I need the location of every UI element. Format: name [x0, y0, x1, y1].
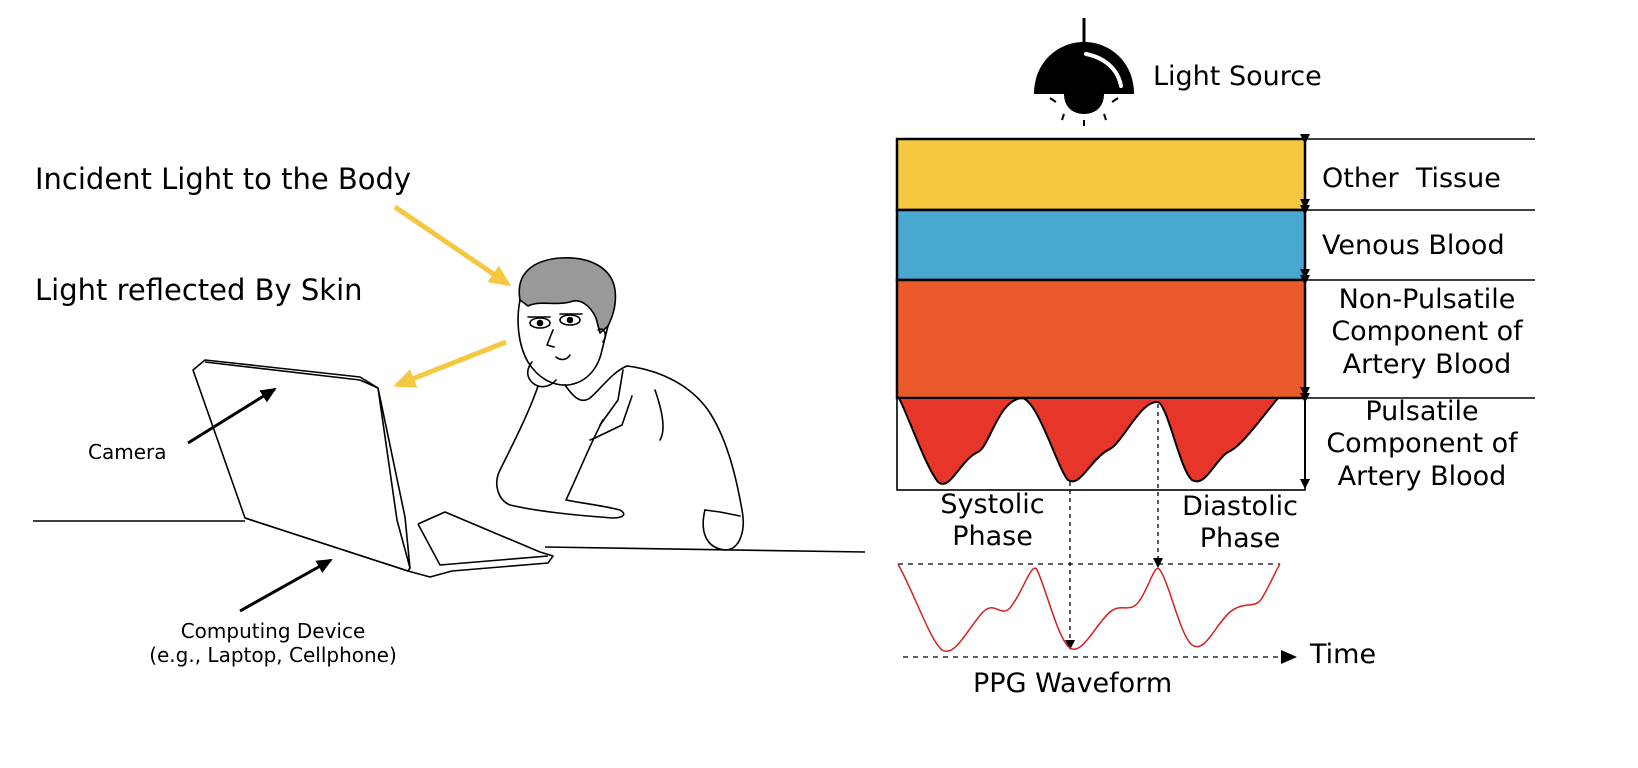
- diastolic-label-line2: Phase: [1199, 523, 1281, 555]
- layer-divider-lines: [1305, 138, 1535, 399]
- reflected-light-arrow: [393, 339, 507, 388]
- systolic-label-line1: Systolic: [940, 489, 1045, 520]
- device-label-line2: (e.g., Laptop, Cellphone): [149, 643, 397, 667]
- non-pulsatile-label: Non-Pulsatile Component of Artery Blood: [1312, 284, 1542, 381]
- device-label: Computing Device (e.g., Laptop, Cellphon…: [118, 619, 428, 667]
- pulsatile-label-line2: Component of: [1326, 428, 1518, 460]
- venous-blood-label: Venous Blood: [1322, 230, 1505, 261]
- desk-line: [33, 520, 866, 553]
- other-tissue-label: Other Tissue: [1322, 163, 1501, 194]
- non-pulsatile-label-line3: Artery Blood: [1342, 348, 1512, 380]
- camera-label: Camera: [88, 440, 167, 464]
- time-label: Time: [1310, 639, 1377, 670]
- pulsatile-label-line1: Pulsatile: [1365, 396, 1479, 427]
- device-pointer-arrow: [239, 558, 333, 613]
- incident-light-arrow: [393, 204, 512, 287]
- laptop-illustration: [192, 359, 554, 578]
- layer-other-tissue: [895, 137, 1307, 212]
- pulsatile-label-line3: Artery Blood: [1337, 460, 1507, 492]
- diastolic-label-line1: Diastolic: [1182, 491, 1298, 522]
- lamp-icon: [1034, 18, 1134, 126]
- layer-non-pulsatile-artery: [895, 278, 1307, 400]
- systolic-phase-label: Systolic Phase: [920, 489, 1065, 554]
- camera-pointer-arrow: [187, 387, 277, 445]
- non-pulsatile-label-line1: Non-Pulsatile: [1338, 284, 1516, 315]
- person-illustration: [496, 257, 744, 551]
- device-label-line1: Computing Device: [180, 619, 366, 643]
- light-source-label: Light Source: [1153, 61, 1322, 92]
- reflected-light-label: Light reflected By Skin: [35, 273, 363, 307]
- layer-venous-blood: [895, 208, 1307, 282]
- ppg-waveform-label: PPG Waveform: [973, 668, 1173, 699]
- layer-pulsatile-artery: [897, 396, 1281, 485]
- pulsatile-label: Pulsatile Component of Artery Blood: [1307, 396, 1537, 493]
- non-pulsatile-label-line2: Component of: [1331, 316, 1523, 348]
- incident-light-label: Incident Light to the Body: [35, 162, 412, 196]
- systolic-label-line2: Phase: [952, 521, 1033, 553]
- diastolic-phase-label: Diastolic Phase: [1165, 491, 1315, 556]
- ppg-waveform-line: [897, 563, 1281, 653]
